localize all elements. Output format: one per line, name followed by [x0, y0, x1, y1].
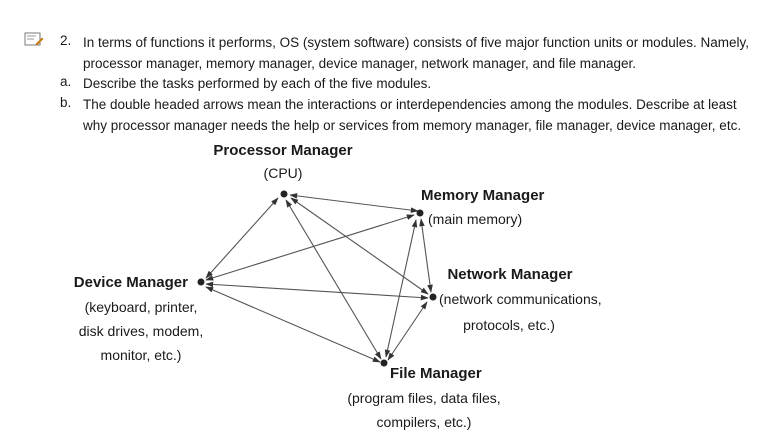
memory-manager-desc: (main memory) [428, 211, 522, 227]
part-b-letter: b. [60, 95, 72, 110]
processor-node [280, 190, 288, 198]
arrow-processor-device [205, 197, 279, 279]
arrow-processor-network [290, 197, 429, 295]
file-manager-desc-1: (program files, data files, [347, 390, 500, 406]
arrow-device-file [205, 286, 381, 363]
arrow-memory-file [384, 219, 418, 358]
processor-manager-desc: (CPU) [264, 165, 303, 181]
network-manager-label: Network Manager [447, 266, 572, 283]
part-a-text: Describe the tasks performed by each of … [83, 76, 432, 91]
arrow-device-network [205, 281, 429, 301]
file-node [380, 359, 388, 367]
comment-icon[interactable] [24, 32, 44, 48]
file-manager-label: File Manager [390, 365, 482, 382]
memory-manager-label: Memory Manager [421, 187, 545, 204]
module-nodes [197, 190, 437, 367]
question-text: In terms of functions it performs, OS (s… [83, 35, 749, 71]
processor-manager-label: Processor Manager [213, 142, 352, 159]
device-manager-desc-3: monitor, etc.) [101, 347, 182, 363]
interaction-arrows [205, 193, 433, 363]
memory-node [416, 209, 424, 217]
arrow-processor-memory [289, 193, 419, 213]
part-b-text: The double headed arrows mean the intera… [83, 97, 742, 133]
file-manager-desc-2: compilers, etc.) [377, 414, 472, 430]
device-manager-desc-2: disk drives, modem, [79, 323, 203, 339]
device-node [197, 278, 205, 286]
arrow-memory-network [419, 218, 433, 293]
arrow-processor-file [285, 199, 382, 360]
network-manager-desc-1: (network communications, [439, 291, 602, 307]
arrow-network-file [387, 301, 428, 361]
network-manager-desc-2: protocols, etc.) [463, 317, 555, 333]
arrow-memory-device [205, 214, 415, 281]
device-manager-desc-1: (keyboard, printer, [85, 299, 198, 315]
network-node [429, 293, 437, 301]
question-number: 2. [60, 33, 72, 48]
part-a-letter: a. [60, 74, 72, 89]
device-manager-label: Device Manager [74, 274, 188, 291]
